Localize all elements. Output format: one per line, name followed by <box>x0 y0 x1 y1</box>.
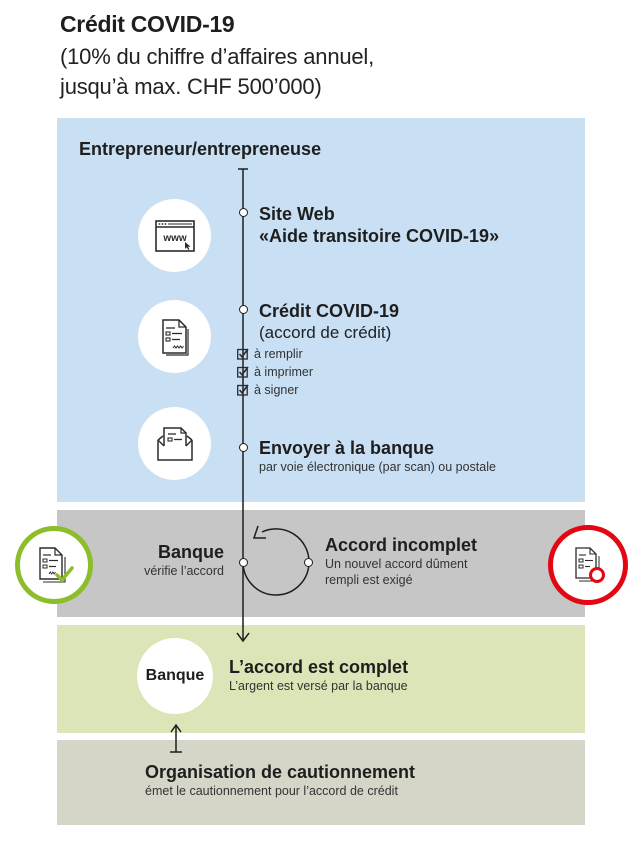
incomplete-title: Accord incomplet <box>325 535 478 555</box>
checklist: à remplir à imprimer à signer <box>237 345 313 399</box>
step-credit-text: Crédit COVID-19 (accord de crédit) <box>259 300 399 343</box>
loop-arrow-icon <box>252 525 266 539</box>
website-circle: www <box>138 199 211 272</box>
document-icon <box>161 318 189 356</box>
bank-check-subtitle: vérifie l’accord <box>144 564 224 578</box>
approved-document-icon <box>39 547 74 583</box>
step-website-title2: «Aide transitoire COVID-19» <box>259 226 500 246</box>
checklist-label: à imprimer <box>254 365 314 379</box>
bank-check-text: Banque vérifie l’accord <box>100 541 224 579</box>
checklist-item: à signer <box>237 381 313 399</box>
bank-check-panel <box>57 510 585 617</box>
step-send-text: Envoyer à la banque par voie électroniqu… <box>259 437 496 475</box>
arrow-down-icon <box>236 632 250 643</box>
guarantee-panel <box>57 740 585 825</box>
incomplete-line-2: rempli est exigé <box>325 573 413 587</box>
reject-mark-icon <box>589 567 605 583</box>
step-website-text: Site Web «Aide transitoire COVID-19» <box>259 203 499 247</box>
checklist-label: à remplir <box>254 347 303 361</box>
rejected-circle <box>548 525 628 605</box>
svg-text:www: www <box>162 233 187 244</box>
checked-box-icon <box>237 384 249 396</box>
bank-check-node <box>239 558 248 567</box>
checklist-label: à signer <box>254 383 299 397</box>
guarantee-title: Organisation de cautionnement <box>145 762 416 782</box>
incomplete-text: Accord incomplet Un nouvel accord dûment… <box>325 534 477 588</box>
step-credit-title: Crédit COVID-19 <box>259 301 400 321</box>
step-node-website <box>239 208 248 217</box>
loop-arc <box>242 528 310 596</box>
rejected-document-icon <box>575 547 605 583</box>
bank-circle-label: Banque <box>145 667 205 684</box>
envelope-icon <box>156 426 193 461</box>
complete-text: L’accord est complet L’argent est versé … <box>229 656 408 694</box>
complete-subtitle: L’argent est versé par la banque <box>229 679 408 693</box>
step-website-title: Site Web <box>259 204 335 224</box>
step-node-send <box>239 443 248 452</box>
approved-circle <box>15 526 93 604</box>
entrepreneur-heading: Entrepreneur/entrepreneuse <box>79 139 322 159</box>
web-browser-icon: www <box>154 219 195 252</box>
checked-box-icon <box>237 366 249 378</box>
checkmark-icon <box>55 566 74 583</box>
step-send-subtitle: par voie électronique (par scan) ou post… <box>259 460 496 474</box>
checklist-item: à remplir <box>237 345 313 363</box>
incomplete-line-1: Un nouvel accord dûment <box>325 557 468 571</box>
checklist-item: à imprimer <box>237 363 313 381</box>
step-send-title: Envoyer à la banque <box>259 438 435 458</box>
subtitle-line-1: (10% du chiffre d’affaires annuel, <box>60 44 375 69</box>
envelope-circle <box>138 407 211 480</box>
bank-check-title: Banque <box>157 542 224 562</box>
document-circle <box>138 300 211 373</box>
subtitle-line-2: jusqu’à max. CHF 500’000) <box>60 74 322 99</box>
bank-circle: Banque <box>137 638 213 714</box>
guarantee-subtitle: émet le cautionnement pour l’accord de c… <box>145 784 398 798</box>
guarantee-text: Organisation de cautionnement émet le ca… <box>145 761 415 799</box>
page-title: Crédit COVID-19 <box>60 11 235 37</box>
step-node-credit <box>239 305 248 314</box>
step-credit-subtitle: (accord de crédit) <box>259 323 392 342</box>
complete-title: L’accord est complet <box>229 657 409 677</box>
arrow-up-icon <box>170 723 182 733</box>
page-subtitle: (10% du chiffre d’affaires annuel, jusqu… <box>60 42 580 102</box>
incomplete-node <box>304 558 313 567</box>
checked-box-icon <box>237 348 249 360</box>
